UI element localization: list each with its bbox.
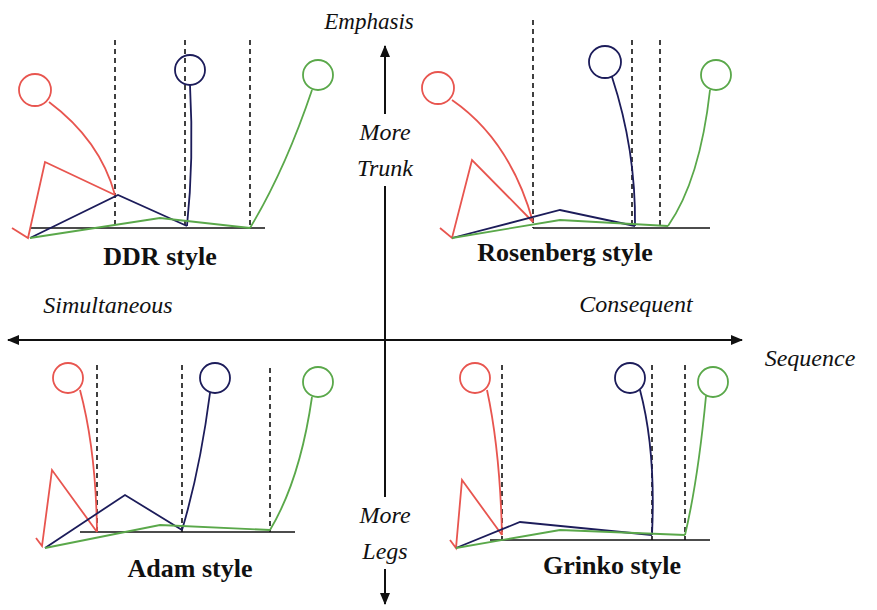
axis-label: Simultaneous: [40, 291, 175, 320]
grinko-figures: [450, 363, 728, 548]
style-label: Rosenberg style: [474, 237, 655, 268]
axis-label: Consequent: [576, 290, 695, 319]
style-label: Grinko style: [540, 550, 684, 581]
style-label: DDR style: [100, 241, 219, 272]
axis-label: More Trunk: [336, 114, 434, 186]
ddr-figures: [12, 40, 333, 238]
axis-label: Emphasis: [321, 8, 416, 36]
sequence-axis: [8, 339, 742, 341]
axis-label: More Legs: [336, 497, 434, 569]
adam-figures: [36, 363, 333, 548]
axis-label: Sequence: [762, 344, 859, 373]
style-label: Adam style: [125, 553, 256, 584]
rosenberg-figures: [422, 20, 731, 238]
